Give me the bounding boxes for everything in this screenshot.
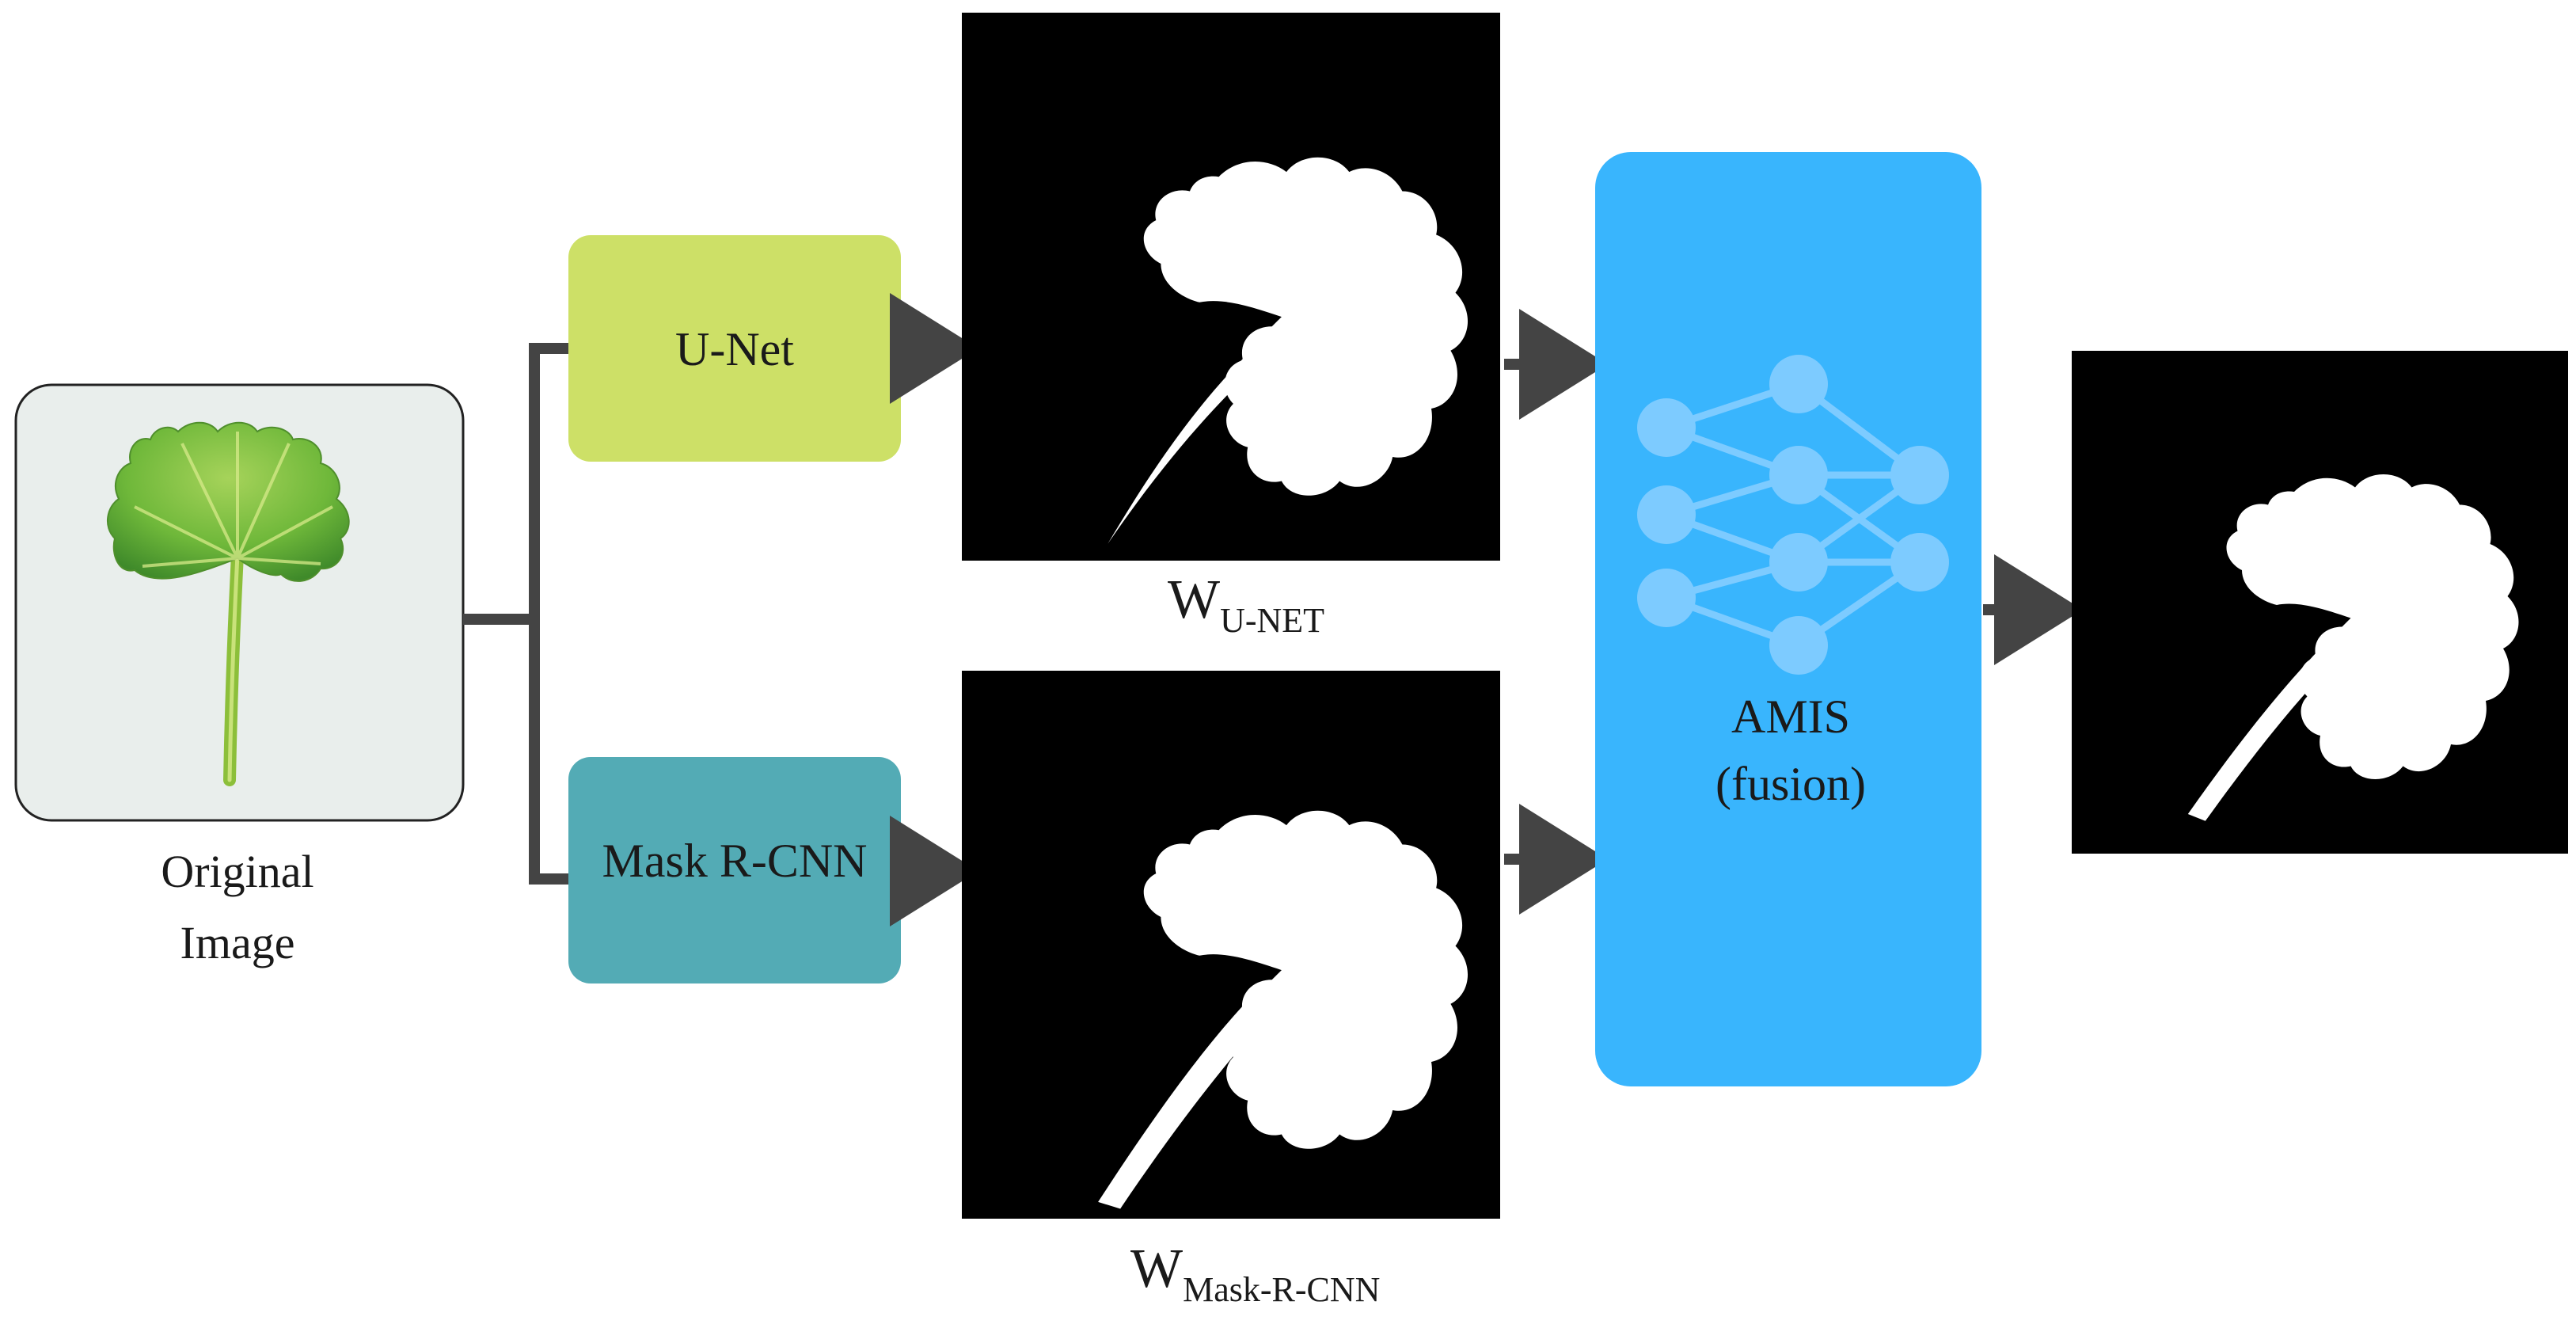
maskrcnn-output-label: WMask-R-CNN [1130,1238,1380,1309]
split-connector [463,343,570,885]
nn-node [1637,485,1696,544]
nn-node [1637,569,1696,627]
original-image-caption-line2: Image [180,917,295,968]
unet-output-label: WU-NET [1168,569,1324,640]
nn-node [1890,446,1949,504]
nn-node [1769,446,1828,504]
original-image-caption-line1: Original [161,846,313,897]
nn-node [1769,616,1828,675]
nn-node [1637,398,1696,457]
final-mask-output [2072,351,2568,854]
fusion-label-line2: (fusion) [1715,758,1866,810]
maskrcnn-mask-output [962,671,1500,1219]
maskrcnn-output-label-sub: Mask-R-CNN [1183,1270,1380,1309]
svg-text:WMask-R-CNN: WMask-R-CNN [1130,1238,1380,1309]
svg-text:WU-NET: WU-NET [1168,569,1324,640]
unet-output-label-main: W [1168,569,1220,630]
maskrcnn-label: Mask R-CNN [602,835,867,887]
maskrcnn-block: Mask R-CNN [568,757,901,983]
fusion-label-line1: AMIS [1731,691,1850,743]
unet-block: U-Net [568,235,901,462]
leaf-icon [106,421,350,786]
maskrcnn-output-label-main: W [1130,1238,1183,1299]
unet-label: U-Net [675,323,794,375]
unet-mask-output [962,13,1500,561]
unet-output-label-sub: U-NET [1220,601,1324,640]
original-image-panel: Original Image [14,383,465,968]
nn-node [1769,533,1828,592]
nn-node [1890,533,1949,592]
fusion-block: AMIS (fusion) [1595,152,1981,1086]
nn-node [1769,355,1828,413]
